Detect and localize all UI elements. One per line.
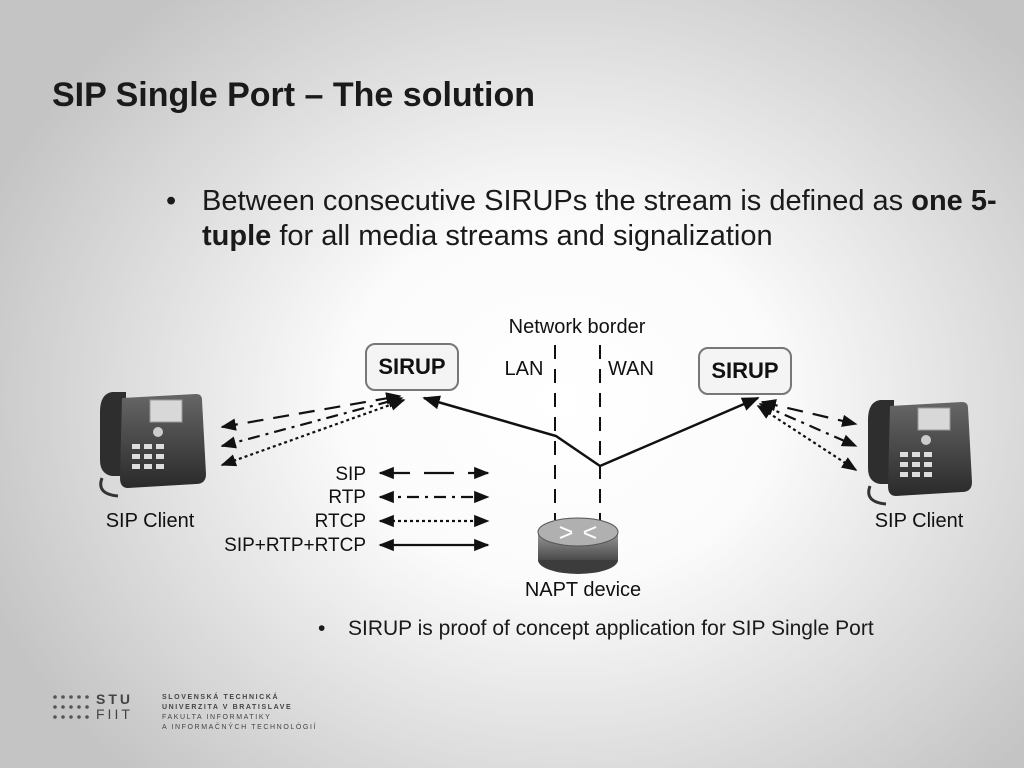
sirup-box-left: SIRUP bbox=[365, 343, 459, 391]
uni-line-3: FAKULTA INFORMATIKY bbox=[162, 714, 272, 721]
university-name: SLOVENSKÁ TECHNICKÁ UNIVERZITA V BRATISL… bbox=[162, 693, 317, 733]
sirup-left-label: SIRUP bbox=[378, 354, 445, 379]
stu-dots-logo-icon bbox=[53, 695, 89, 719]
network-border-lines bbox=[554, 345, 601, 520]
router-icon bbox=[537, 517, 619, 574]
sip-client-left-label: SIP Client bbox=[106, 510, 195, 532]
slide-title: SIP Single Port – The solution bbox=[52, 76, 535, 114]
bullet1-text-before: Between consecutive SIRUPs the stream is… bbox=[202, 185, 912, 217]
logo-short-line2: FIIT bbox=[96, 706, 133, 722]
stu-fiit-logo-text: STU FIIT bbox=[96, 692, 133, 722]
legend-label-combined: SIP+RTP+RTCP bbox=[224, 535, 366, 556]
ip-phone-icon-left bbox=[99, 392, 206, 498]
left-client-flows bbox=[220, 392, 406, 467]
napt-device-label: NAPT device bbox=[525, 579, 641, 601]
network-border-label: Network border bbox=[509, 316, 646, 338]
legend-label-sip: SIP bbox=[335, 464, 366, 485]
bullet-symbol: • bbox=[166, 185, 177, 217]
legend-label-rtp: RTP bbox=[328, 487, 366, 508]
legend: SIP RTP RTCP SIP+RTP+RTCP bbox=[224, 464, 490, 556]
bullet1-text-after: for all media streams and signalization bbox=[271, 220, 773, 252]
logo-short-line1: STU bbox=[96, 691, 133, 707]
bullet-symbol-2: • bbox=[318, 617, 326, 640]
sirup-box-right: SIRUP bbox=[698, 347, 792, 395]
bullet-text-2: SIRUP is proof of concept application fo… bbox=[348, 617, 874, 640]
wan-label: WAN bbox=[608, 358, 654, 380]
sip-client-right-label: SIP Client bbox=[875, 510, 964, 532]
sirup-right-label: SIRUP bbox=[711, 358, 778, 383]
uni-line-1: SLOVENSKÁ TECHNICKÁ bbox=[162, 694, 280, 701]
right-client-flows bbox=[756, 399, 858, 471]
bullet1-bold-text: one 5-tuple bbox=[202, 185, 997, 252]
legend-label-rtcp: RTCP bbox=[315, 511, 366, 532]
sirup-tunnel-link bbox=[422, 395, 760, 468]
uni-line-4: A INFORMAČNÝCH TECHNOLÓGIÍ bbox=[162, 724, 318, 731]
ip-phone-icon-right bbox=[867, 400, 972, 506]
bullet-text-1: Between consecutive SIRUPs the stream is… bbox=[202, 184, 1002, 254]
uni-line-2: UNIVERZITA V BRATISLAVE bbox=[162, 704, 293, 711]
lan-label: LAN bbox=[505, 358, 544, 380]
